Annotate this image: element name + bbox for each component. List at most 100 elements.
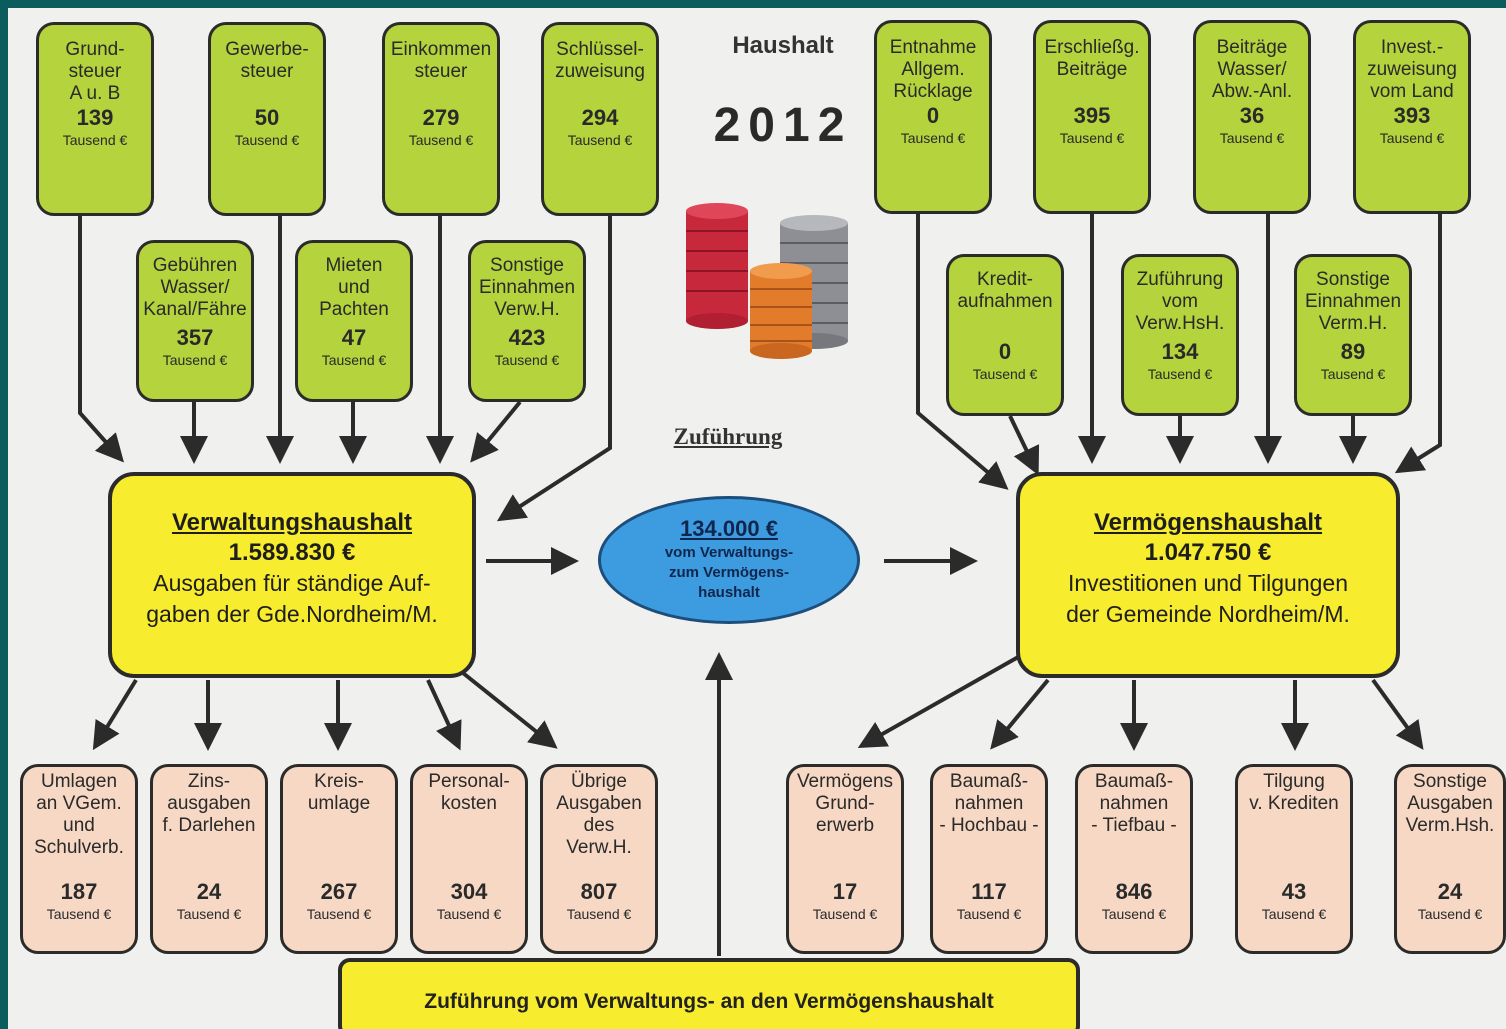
expense-label: Zins- ausgaben f. Darlehen bbox=[162, 771, 256, 836]
income-unit: Tausend € bbox=[408, 132, 474, 148]
income-box-schluesselzuweisung: Schlüssel- zuweisung 294 Tausend € bbox=[541, 22, 659, 216]
arrow-grundsteuer bbox=[78, 213, 124, 463]
expense-unit: Tausend € bbox=[46, 906, 112, 922]
income-unit: Tausend € bbox=[1059, 130, 1125, 146]
zufuehrung-amount: 134.000 € bbox=[680, 516, 778, 541]
income-value: 423 bbox=[508, 325, 546, 350]
income-unit: Tausend € bbox=[1379, 130, 1445, 146]
expense-box-personalkosten: Personal- kosten 304 Tausend € bbox=[410, 764, 528, 954]
income-value: 357 bbox=[176, 325, 214, 350]
arrow-grunderwerb bbox=[857, 654, 1021, 748]
expense-box-uebrige-ausgaben: Übrige Ausgaben des Verw.H. 807 Tausend … bbox=[540, 764, 658, 954]
income-value: 279 bbox=[422, 105, 460, 130]
expense-box-grunderwerb: Vermögens Grund- erwerb 17 Tausend € bbox=[786, 764, 904, 954]
income-label: Gewerbe- steuer bbox=[225, 39, 309, 82]
income-unit: Tausend € bbox=[162, 352, 228, 368]
income-box-beitraege-wasser: Beiträge Wasser/ Abw.-Anl. 36 Tausend € bbox=[1193, 20, 1311, 214]
expense-value: 43 bbox=[1281, 879, 1307, 904]
income-value: 0 bbox=[998, 339, 1012, 364]
income-value: 294 bbox=[581, 105, 619, 130]
income-unit: Tausend € bbox=[1147, 366, 1213, 382]
expense-label: Umlagen an VGem. und Schulverb. bbox=[34, 771, 124, 858]
flow-arrows bbox=[78, 213, 1442, 956]
expense-value: 24 bbox=[1437, 879, 1463, 904]
expense-box-sonstige-ausgaben: Sonstige Ausgaben Verm.Hsh. 24 Tausend € bbox=[1394, 764, 1506, 954]
expense-value: 17 bbox=[832, 879, 858, 904]
income-label: Grund- steuer A u. B bbox=[65, 39, 125, 104]
income-value: 139 bbox=[76, 105, 114, 130]
expense-unit: Tausend € bbox=[1261, 906, 1327, 922]
expense-unit: Tausend € bbox=[436, 906, 502, 922]
verwaltungshaushalt-box: Verwaltungshaushalt 1.589.830 € Ausgaben… bbox=[108, 472, 476, 678]
expense-label: Baumaß- nahmen - Tiefbau - bbox=[1091, 771, 1177, 836]
income-label: Zuführung vom Verw.HsH. bbox=[1135, 269, 1225, 334]
income-box-gewerbesteuer: Gewerbe- steuer 50 Tausend € bbox=[208, 22, 326, 216]
expense-label: Vermögens Grund- erwerb bbox=[796, 771, 894, 836]
arrow-sonstige-ausgaben bbox=[1371, 678, 1424, 750]
income-box-gebuehren: Gebühren Wasser/ Kanal/Fähre 357 Tausend… bbox=[136, 240, 254, 402]
income-box-sonstige-einnahmen-verw: Sonstige Einnahmen Verw.H. 423 Tausend € bbox=[468, 240, 586, 402]
expense-value: 846 bbox=[1115, 879, 1153, 904]
arrow-umlagen bbox=[92, 678, 138, 751]
footer-zufuehrung-banner: Zuführung vom Verwaltungs- an den Vermög… bbox=[338, 958, 1080, 1029]
red-coin-stack bbox=[686, 203, 748, 329]
haushalt-diagram: Haushalt 2012 Zuführung bbox=[8, 8, 1506, 1029]
expense-value: 304 bbox=[450, 879, 488, 904]
arrow-kreditaufnahmen bbox=[1008, 415, 1040, 476]
income-label: Entnahme Allgem. Rücklage bbox=[889, 37, 977, 102]
income-box-zufuehrung-vom-verw: Zuführung vom Verw.HsH. 134 Tausend € bbox=[1121, 254, 1239, 416]
income-label: Sonstige Einnahmen Verw.H. bbox=[478, 255, 576, 320]
expense-unit: Tausend € bbox=[956, 906, 1022, 922]
expense-value: 807 bbox=[580, 879, 618, 904]
income-value: 47 bbox=[341, 325, 367, 350]
expense-label: Übrige Ausgaben des Verw.H. bbox=[556, 771, 642, 858]
income-label: Sonstige Einnahmen Verm.H. bbox=[1304, 269, 1402, 334]
expense-unit: Tausend € bbox=[176, 906, 242, 922]
income-label: Gebühren Wasser/ Kanal/Fähre bbox=[143, 255, 247, 320]
income-label: Kredit- aufnahmen bbox=[957, 269, 1053, 312]
income-box-einkommensteuer: Einkommen steuer 279 Tausend € bbox=[382, 22, 500, 216]
income-unit: Tausend € bbox=[62, 132, 128, 148]
income-unit: Tausend € bbox=[234, 132, 300, 148]
vermoegenshaushalt-box: Vermögenshaushalt 1.047.750 € Investitio… bbox=[1016, 472, 1400, 678]
income-value: 395 bbox=[1073, 103, 1111, 128]
arrow-hochbau bbox=[990, 678, 1050, 750]
income-value: 134 bbox=[1161, 339, 1199, 364]
zufuehrung-ellipse: 134.000 € vom Verwaltungs- zum Vermögens… bbox=[598, 496, 860, 624]
income-label: Beiträge Wasser/ Abw.-Anl. bbox=[1211, 37, 1293, 102]
expense-label: Tilgung v. Krediten bbox=[1249, 771, 1339, 814]
income-label: Invest.- zuweisung vom Land bbox=[1367, 37, 1457, 102]
income-value: 393 bbox=[1393, 103, 1431, 128]
income-label: Schlüssel- zuweisung bbox=[555, 39, 645, 82]
expense-unit: Tausend € bbox=[306, 906, 372, 922]
expense-label: Kreis- umlage bbox=[307, 771, 371, 814]
expense-unit: Tausend € bbox=[1101, 906, 1167, 922]
expense-value: 117 bbox=[971, 879, 1007, 904]
arrow-investzuweisung bbox=[1394, 213, 1442, 474]
expense-box-umlagen: Umlagen an VGem. und Schulverb. 187 Taus… bbox=[20, 764, 138, 954]
zufuehrung-desc: vom Verwaltungs- zum Vermögens- haushalt bbox=[664, 544, 794, 601]
expense-unit: Tausend € bbox=[812, 906, 878, 922]
expense-unit: Tausend € bbox=[1417, 906, 1483, 922]
expense-label: Sonstige Ausgaben Verm.Hsh. bbox=[1405, 771, 1495, 836]
income-box-erschliessungsbeitraege: Erschließg. Beiträge 395 Tausend € bbox=[1033, 20, 1151, 214]
income-label: Mieten und Pachten bbox=[319, 255, 389, 320]
income-value: 50 bbox=[254, 105, 280, 130]
coin-stacks-icon bbox=[686, 203, 848, 359]
income-unit: Tausend € bbox=[1320, 366, 1386, 382]
expense-label: Baumaß- nahmen - Hochbau - bbox=[939, 771, 1039, 836]
income-box-grundsteuer: Grund- steuer A u. B 139 Tausend € bbox=[36, 22, 154, 216]
vermoegenshaushalt-desc: Investitionen und Tilgungen der Gemeinde… bbox=[1066, 570, 1350, 627]
expense-unit: Tausend € bbox=[566, 906, 632, 922]
arrow-personalkosten bbox=[426, 679, 462, 751]
expense-box-zinsausgaben: Zins- ausgaben f. Darlehen 24 Tausend € bbox=[150, 764, 268, 954]
income-value: 89 bbox=[1340, 339, 1366, 364]
income-unit: Tausend € bbox=[567, 132, 633, 148]
diagram-year: 2012 bbox=[713, 99, 853, 152]
income-unit: Tausend € bbox=[900, 130, 966, 146]
expense-value: 24 bbox=[196, 879, 222, 904]
verwaltungshaushalt-desc: Ausgaben für ständige Auf- gaben der Gde… bbox=[146, 570, 438, 627]
expense-box-hochbau: Baumaß- nahmen - Hochbau - 117 Tausend € bbox=[930, 764, 1048, 954]
expense-label: Personal- kosten bbox=[428, 771, 510, 814]
income-box-mieten-pachten: Mieten und Pachten 47 Tausend € bbox=[295, 240, 413, 402]
